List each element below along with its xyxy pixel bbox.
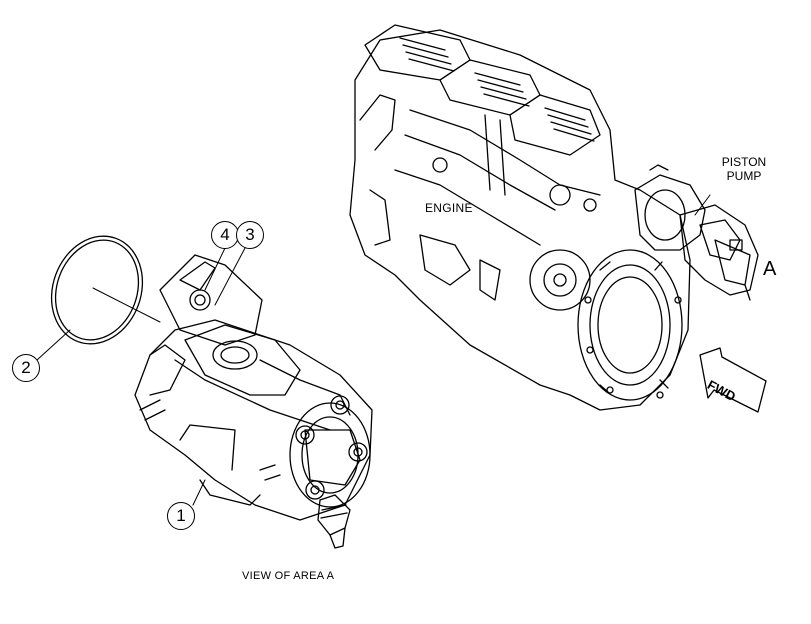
forward-arrow <box>699 347 767 413</box>
engine-label: ENGINE <box>425 201 473 215</box>
pump-detail-drawing <box>36 247 373 549</box>
piston-pump-label-line1: PISTON <box>721 155 767 169</box>
engine-drawing <box>349 24 759 411</box>
o-ring-drawing <box>50 235 161 345</box>
piston-pump-label-line2: PUMP <box>726 169 762 183</box>
area-a-marker: A <box>763 258 777 280</box>
callout-4: 4 <box>211 221 239 249</box>
view-caption: VIEW OF AREA A <box>242 570 335 582</box>
piston-pump-label: PISTON PUMP <box>718 155 770 183</box>
callout-1: 1 <box>167 502 195 530</box>
callout-3: 3 <box>236 221 264 249</box>
callout-2: 2 <box>12 354 40 382</box>
